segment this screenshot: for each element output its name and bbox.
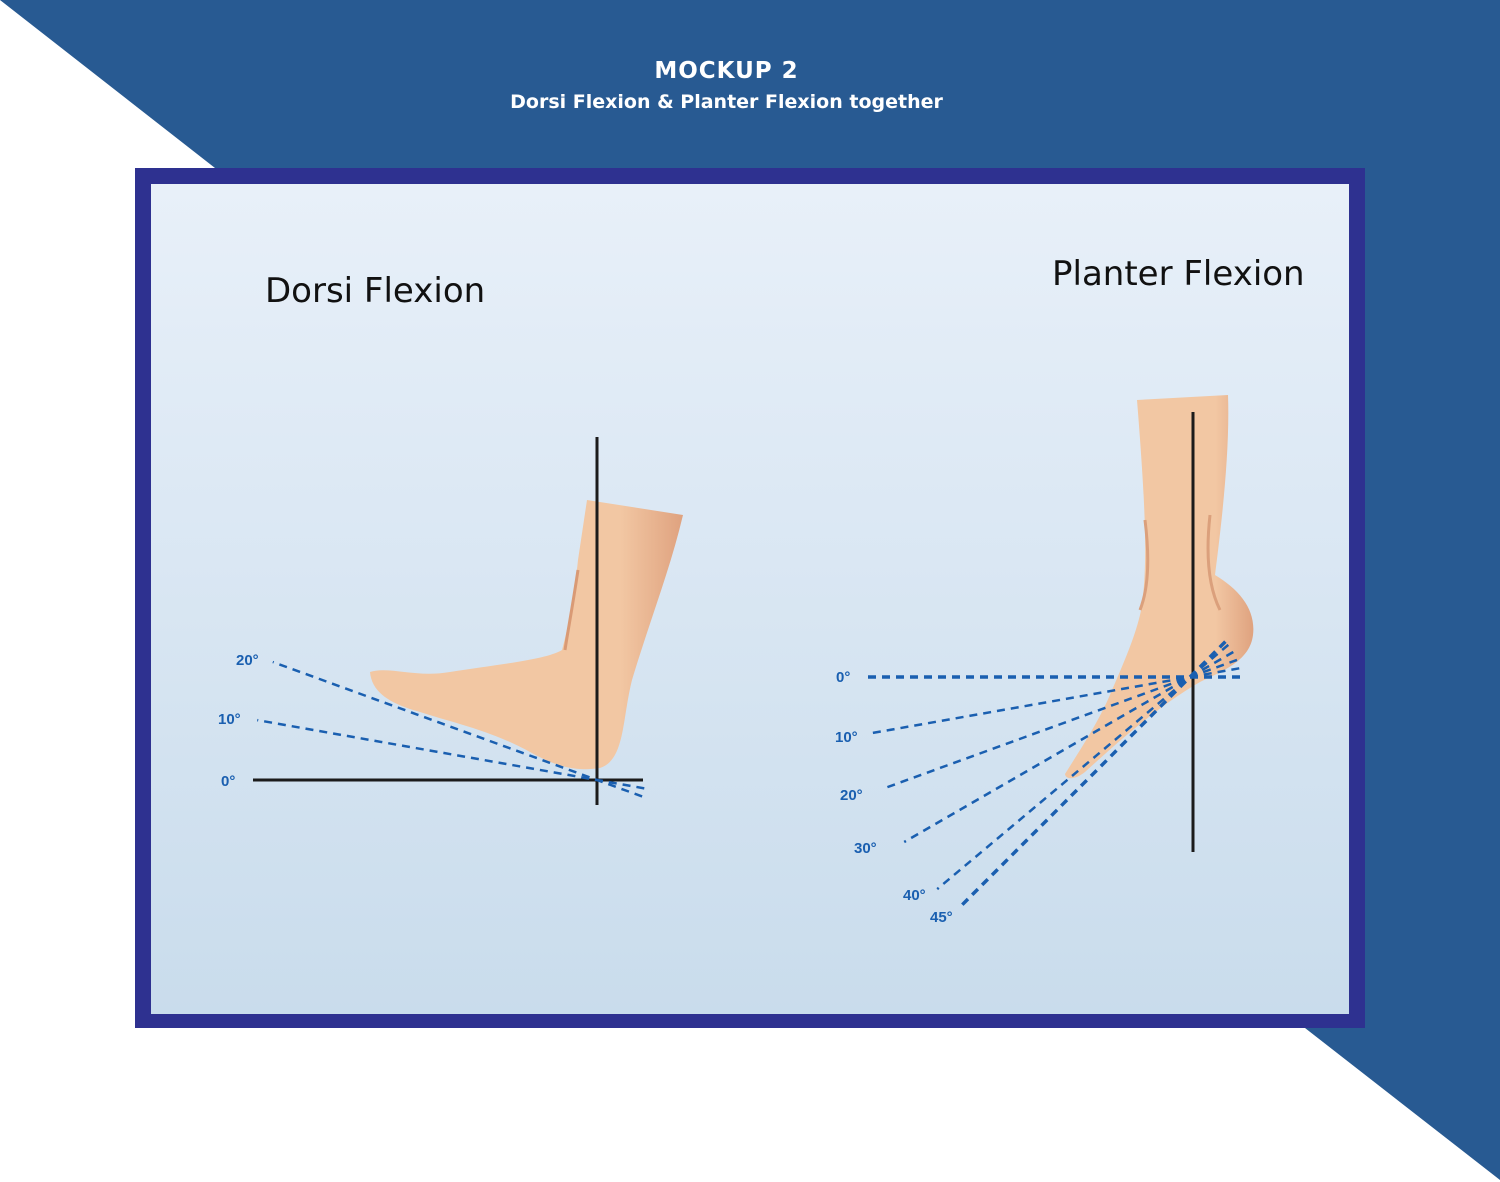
planter-label-20: 20° xyxy=(840,787,863,804)
dorsi-label-10: 10° xyxy=(218,711,241,728)
dorsi-title: Dorsi Flexion xyxy=(265,271,485,311)
planter-label-10: 10° xyxy=(835,729,858,746)
dorsi-foot-shade xyxy=(563,569,580,651)
planter-foot-shade xyxy=(1138,514,1222,611)
page-title: MOCKUP 2 xyxy=(654,58,799,84)
planter-angle-line-20 xyxy=(884,658,1238,790)
planter-label-45: 45° xyxy=(930,909,953,926)
planter-label-40: 40° xyxy=(903,887,926,904)
dorsi-label-20: 20° xyxy=(236,652,259,669)
planter-label-0: 0° xyxy=(836,669,850,686)
dorsi-angle-line-10 xyxy=(257,718,645,790)
planter-angle-line-30 xyxy=(903,650,1234,844)
planter-foot-illustration xyxy=(1065,395,1254,779)
dorsi-angle-line-20 xyxy=(272,660,643,798)
planter-title: Planter Flexion xyxy=(1052,254,1305,294)
planter-angle-line-45 xyxy=(958,640,1227,909)
planter-label-30: 30° xyxy=(854,840,877,857)
planter-angle-line-10 xyxy=(869,667,1240,735)
page-subtitle: Dorsi Flexion & Planter Flexion together xyxy=(510,91,943,113)
dorsi-foot-illustration xyxy=(370,500,683,770)
dorsi-label-0: 0° xyxy=(221,773,235,790)
